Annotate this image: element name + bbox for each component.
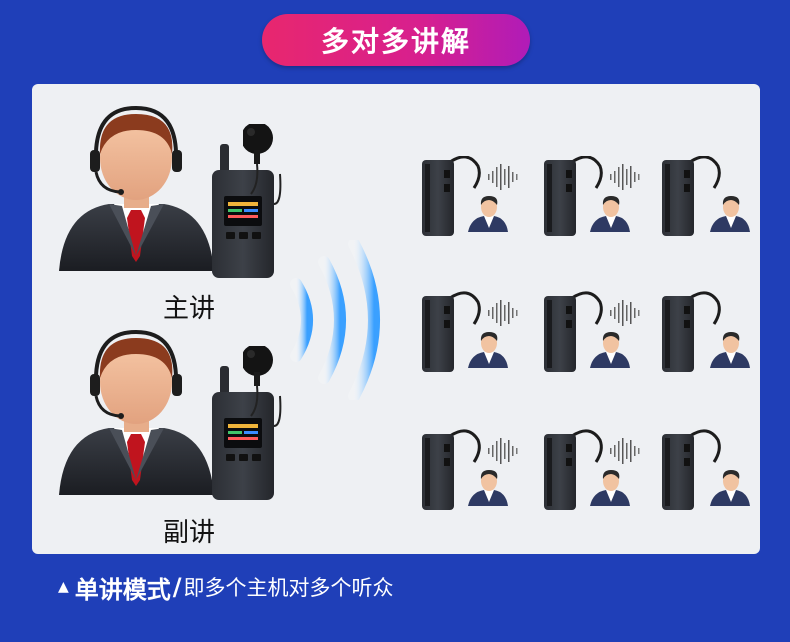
receiver-item xyxy=(542,156,640,238)
main-speaker-label: 主讲 xyxy=(163,294,216,324)
receiver-item xyxy=(422,156,518,238)
receiver-item xyxy=(542,429,640,512)
mode-description: 即多个主机对多个听众 xyxy=(183,576,394,600)
lav-mic-main xyxy=(243,124,274,195)
lav-mic-assistant xyxy=(243,346,274,417)
receiver-item xyxy=(542,291,640,374)
wireless-signal-icon xyxy=(290,240,380,400)
triangle-icon: ▲ xyxy=(58,579,69,595)
presenter-illustration-assistant xyxy=(57,330,216,497)
mode-separator: / xyxy=(172,573,182,601)
receiver-item xyxy=(660,291,750,374)
receiver-item xyxy=(422,429,518,512)
page-title: 多对多讲解 xyxy=(262,14,530,66)
receiver-item xyxy=(660,429,750,512)
presenter-illustration-main xyxy=(57,106,216,273)
mode-name: 单讲模式 xyxy=(74,575,171,604)
receiver-item xyxy=(422,291,518,374)
assistant-speaker-label: 副讲 xyxy=(163,518,216,548)
receiver-item xyxy=(660,156,750,238)
mode-caption: ▲ 单讲模式 / 即多个主机对多个听众 xyxy=(58,570,394,604)
receiver-grid xyxy=(422,156,750,512)
